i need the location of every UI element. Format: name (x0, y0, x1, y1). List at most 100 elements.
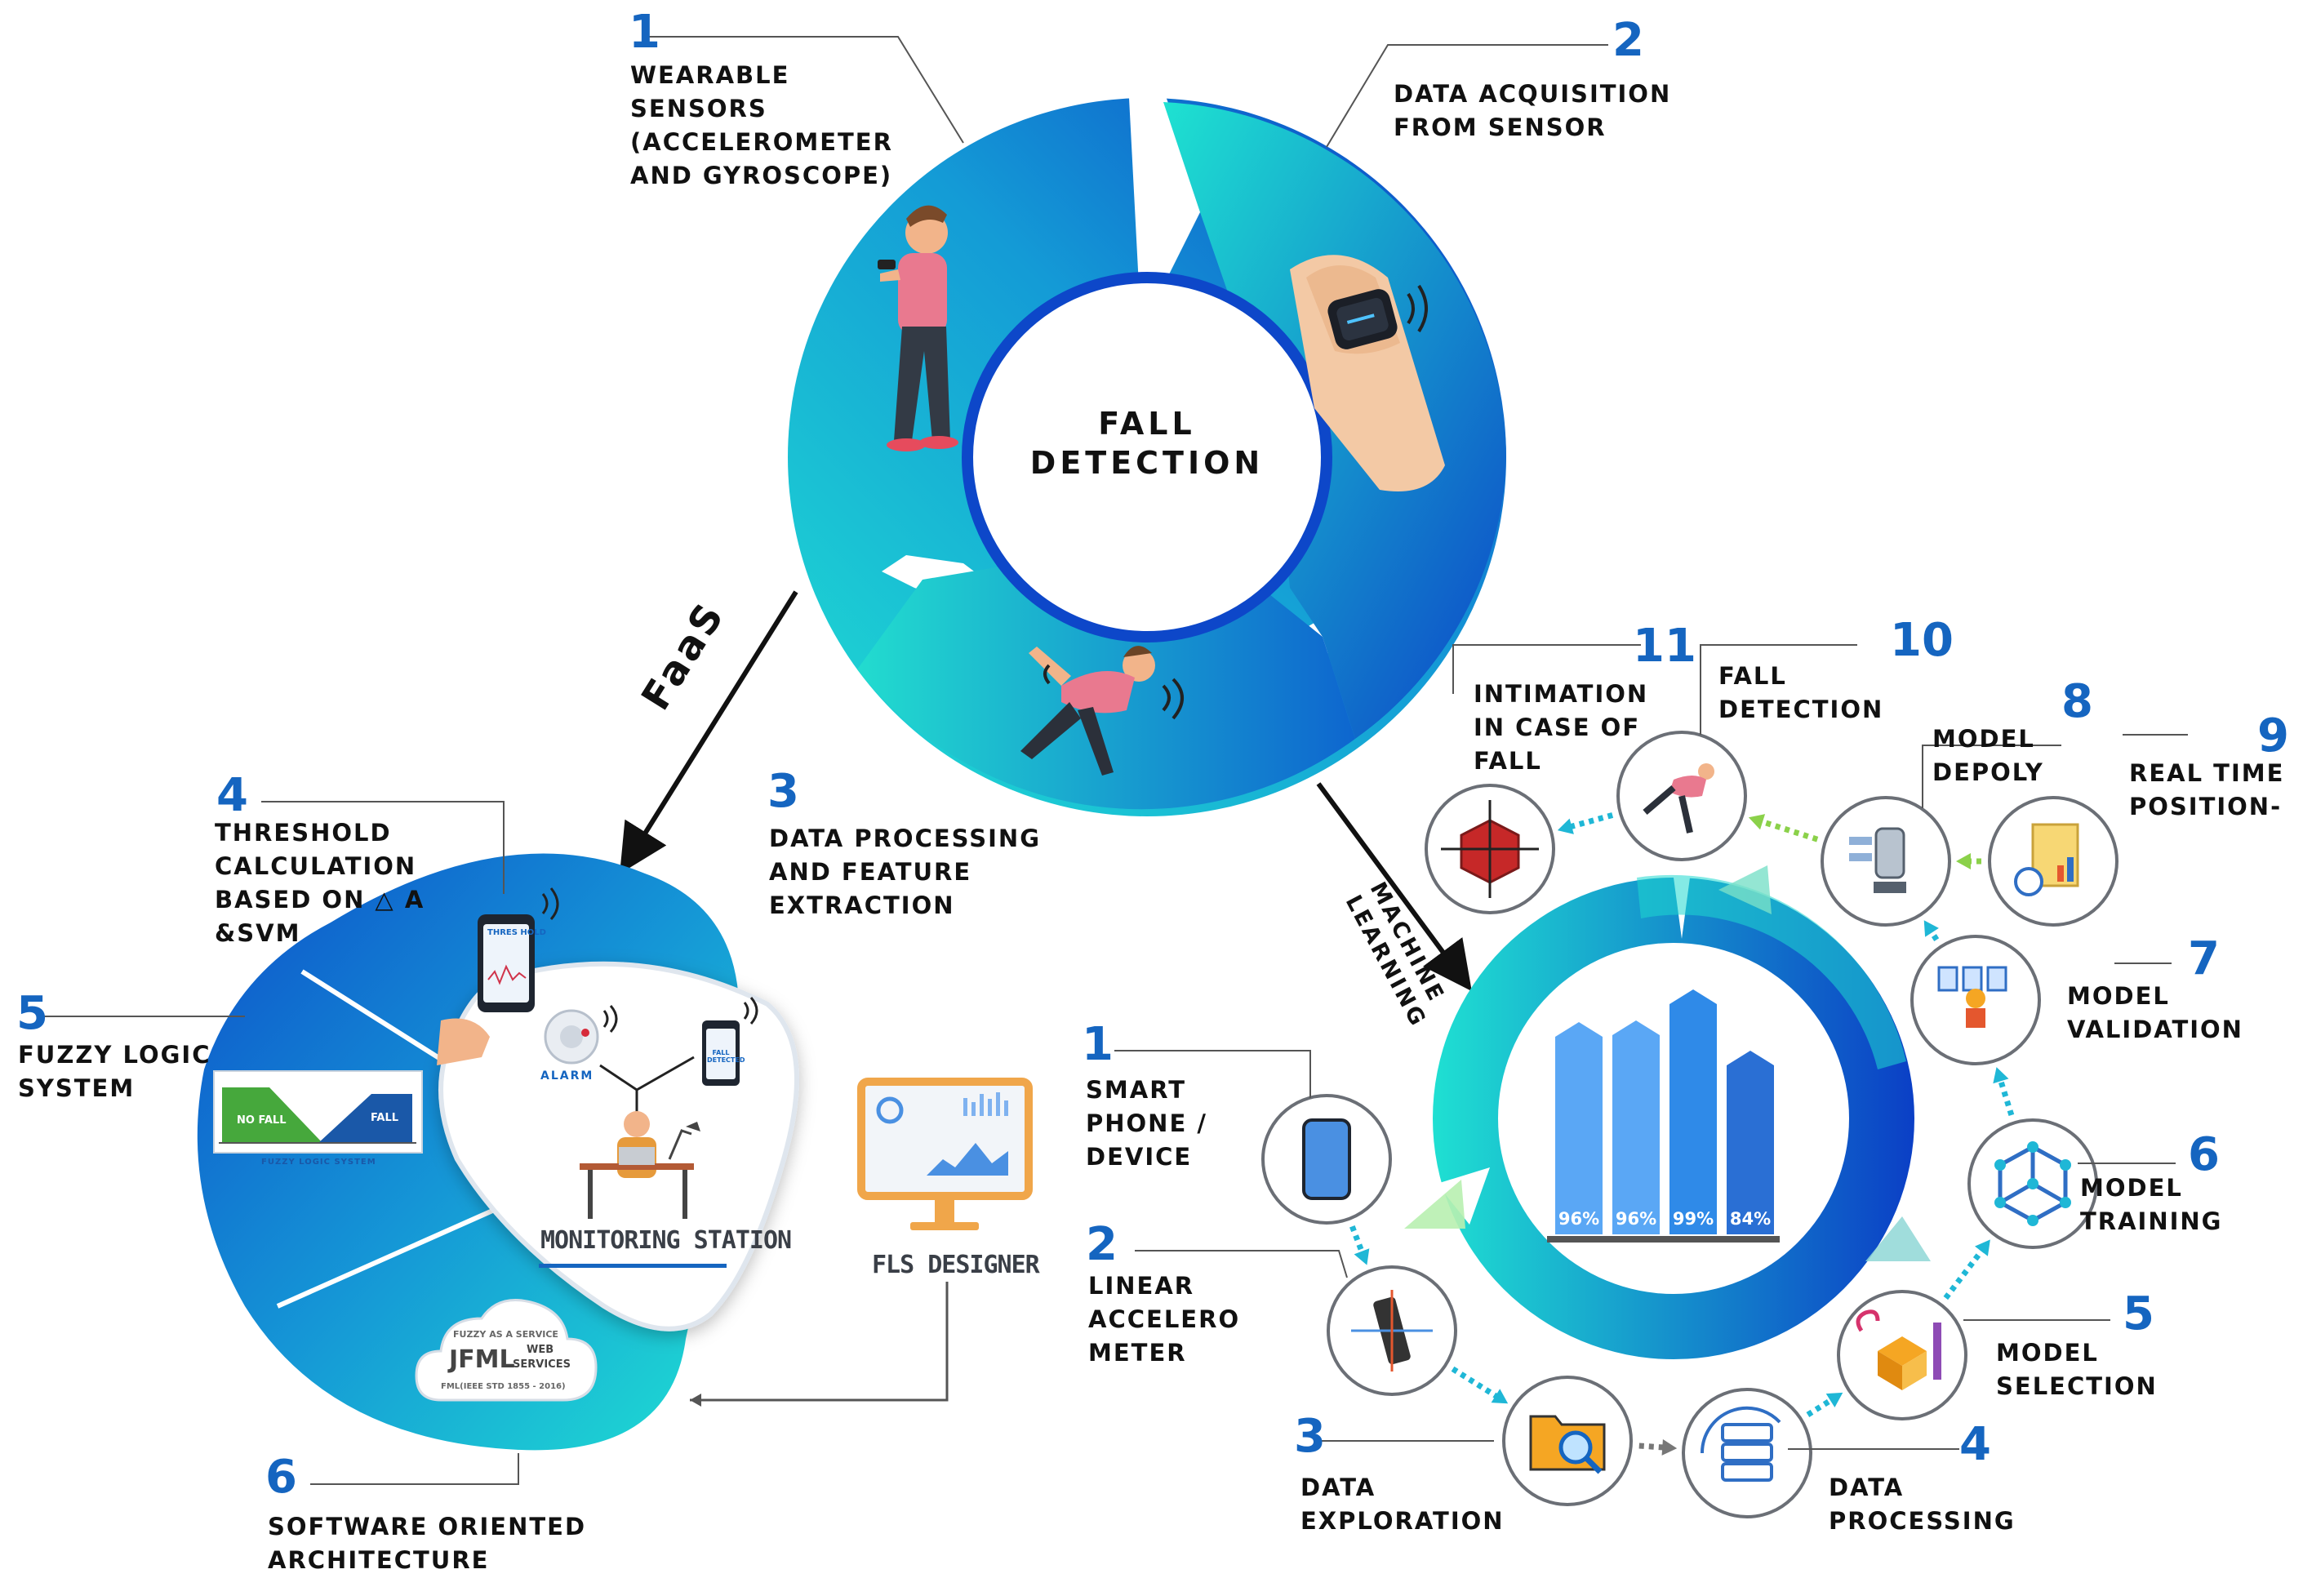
pipeline-arrowhead (1661, 1438, 1678, 1456)
ml-step-label-line: INTIMATION (1474, 680, 1649, 708)
ml-arrow (1316, 782, 1472, 992)
top-leader-lines (645, 36, 1608, 148)
center-disc (990, 300, 1304, 614)
faas-step-6-line: SOFTWARE ORIENTED (268, 1513, 587, 1540)
separator-1 (1129, 96, 1204, 294)
triangle-deco-2 (1404, 1180, 1465, 1229)
step-1-line: (ACCELEROMETER (630, 128, 893, 156)
center-title: FALL DETECTION (984, 404, 1310, 482)
accuracy-bar-label: 96% (1558, 1209, 1599, 1229)
pipeline-connector (1349, 1225, 1366, 1256)
falling-person-icon (1616, 731, 1747, 861)
monitoring-underline (539, 1264, 727, 1268)
cloud-web-label: WEB (527, 1344, 554, 1356)
triangle-deco-3 (1865, 1216, 1931, 1261)
pipeline-arrowhead (1354, 1248, 1370, 1265)
ml-step-number: 9 (2257, 709, 2289, 762)
ml-step-label-line: FALL (1718, 662, 1787, 690)
fuzzy-no-fall-label: NO FALL (237, 1114, 287, 1127)
step-2-line: FROM SENSOR (1394, 113, 1607, 141)
center-title-line-1: FALL (1098, 406, 1196, 442)
leader-step-1 (645, 36, 964, 144)
ml-step-label-line: DATA (1829, 1474, 1905, 1501)
person-phone-icon (878, 205, 958, 451)
step-3-label: DATA PROCESSING AND FEATURE EXTRACTION (769, 822, 1041, 922)
faas-step-4-label: THRESHOLD CALCULATION BASED ON △ A &SVM (215, 816, 425, 950)
step-3-line: DATA PROCESSING (769, 825, 1041, 852)
accuracy-bar (1727, 1051, 1774, 1234)
faas-step-6-label: SOFTWARE ORIENTED ARCHITECTURE (268, 1510, 586, 1577)
threshold-phone-icon (437, 887, 559, 1065)
fall-detected-label: FALL DETECTED (707, 1049, 745, 1064)
step-3-number: 3 (767, 765, 799, 818)
accuracy-bar-label: 96% (1616, 1209, 1656, 1229)
faas-step-6-number: 6 (265, 1451, 297, 1504)
ml-step-label-line: VALIDATION (2067, 1016, 2243, 1043)
fls-link-line (690, 1282, 949, 1402)
validation-icon (1910, 935, 2041, 1065)
pipeline-connector (1997, 1077, 2015, 1117)
ml-step-number: 3 (1294, 1410, 1326, 1463)
cloud-top-label: FUZZY AS A SERVICE (453, 1329, 558, 1340)
ml-step-number: 6 (2188, 1128, 2220, 1181)
pipeline-arrowhead (1491, 1389, 1509, 1404)
pipeline-connector (1451, 1366, 1501, 1400)
step-1-label: WEARABLE SENSORS (ACCELEROMETER AND GYRO… (630, 59, 893, 193)
ml-step-label-line: DEPOLY (1932, 758, 2044, 786)
center-title-line-2: DETECTION (1029, 445, 1265, 481)
ml-step-label-line: ACCELERO (1088, 1305, 1241, 1333)
faas-step-4-line: CALCULATION (215, 852, 417, 880)
faas-step-6-line: ARCHITECTURE (268, 1546, 490, 1574)
step-2-line: DATA ACQUISITION (1394, 80, 1672, 108)
fls-designer-label: FLS DESIGNER (872, 1251, 1040, 1279)
report-icon (1988, 796, 2118, 927)
cloud-std-label: FML(IEEE STD 1855 - 2016) (441, 1382, 566, 1391)
fuzzy-caption: FUZZY LOGIC SYSTEM (261, 1158, 376, 1167)
pipeline-arrowhead (1993, 1067, 2009, 1084)
folder-search-icon (1502, 1376, 1633, 1506)
ml-step-number: 7 (2188, 932, 2220, 985)
ml-step-number: 1 (1082, 1018, 1114, 1071)
ml-step-label-line: LINEAR (1088, 1272, 1195, 1300)
model-selection-icon (1837, 1290, 1967, 1420)
pipeline-connector (1806, 1396, 1835, 1417)
ml-step-number: 8 (2061, 675, 2093, 728)
ml-step-label-line: EXPLORATION (1300, 1507, 1505, 1535)
pipeline-connector (1638, 1443, 1666, 1451)
faas-step-4-line: THRESHOLD (215, 819, 392, 847)
ml-step-label: INTIMATION IN CASE OF FALL (1474, 678, 1648, 778)
falling-person-icon (1020, 646, 1184, 776)
fls-designer-monitor-icon (857, 1078, 1033, 1230)
faas-step-4-line: BASED ON △ A (215, 886, 425, 914)
accuracy-bar (1555, 1022, 1603, 1234)
ml-step-number: 4 (1959, 1418, 1991, 1471)
pipeline-arrowhead (1825, 1392, 1843, 1407)
step-1-line: WEARABLE (630, 61, 790, 89)
cloud-jfml-label: JFML (449, 1345, 515, 1374)
ml-step-number: 5 (2123, 1287, 2154, 1340)
pipeline-arrowhead (1975, 1239, 1990, 1256)
accuracy-bar (1669, 989, 1717, 1234)
network-cube-icon (1967, 1118, 2098, 1249)
pipeline-connector (1943, 1247, 1986, 1300)
ml-leader-lines (1114, 644, 2188, 1450)
server-icon (1682, 1388, 1812, 1518)
step-3-line: EXTRACTION (769, 891, 955, 919)
ml-pipeline-nodes (1261, 731, 2118, 1518)
ml-step-label-line: MODEL (2067, 982, 2170, 1010)
ml-step-label-line: FALL (1474, 747, 1542, 775)
fuzzy-fall-region (318, 1094, 412, 1143)
ml-cycle (1404, 865, 1931, 1359)
threshold-phone-label: THRES HOLD (487, 928, 546, 937)
ml-step-number: 2 (1086, 1218, 1118, 1271)
ml-step-number: 10 (1890, 614, 1954, 667)
accuracy-bar-chart: 96%96%99%84% (1555, 989, 1774, 1234)
fuzzy-no-fall-region (222, 1087, 322, 1143)
ml-step-label-line: IN CASE OF (1474, 714, 1641, 741)
